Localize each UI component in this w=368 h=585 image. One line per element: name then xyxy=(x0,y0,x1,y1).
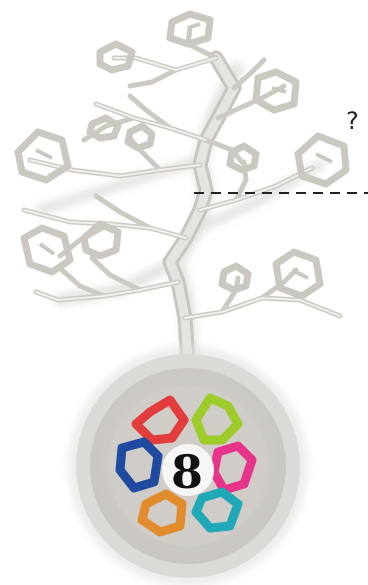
leaf-shape xyxy=(252,68,300,114)
leaf-shape xyxy=(166,10,214,48)
orange-petal xyxy=(137,489,187,537)
green-petal xyxy=(191,393,243,445)
leaf-shape xyxy=(14,128,72,184)
leaf-shape xyxy=(294,132,350,188)
leaf-shape xyxy=(272,248,324,300)
white-center xyxy=(162,444,214,496)
leaf-shape xyxy=(124,122,156,152)
leaf-shape xyxy=(20,224,74,276)
center-number: 8 xyxy=(170,445,203,499)
leaf-shape xyxy=(226,142,260,174)
pink-petal xyxy=(209,441,257,495)
teal-petal xyxy=(191,487,243,533)
question-mark: ? xyxy=(346,107,359,135)
leaf-shape xyxy=(218,262,252,294)
tree-leaves xyxy=(14,10,350,300)
leaf-shape xyxy=(96,40,136,74)
blue-petal xyxy=(115,437,163,493)
leaf-shape xyxy=(86,114,122,142)
red-petal xyxy=(131,395,189,445)
snowflake-emblem xyxy=(115,393,257,537)
leaf-shape xyxy=(80,220,122,260)
